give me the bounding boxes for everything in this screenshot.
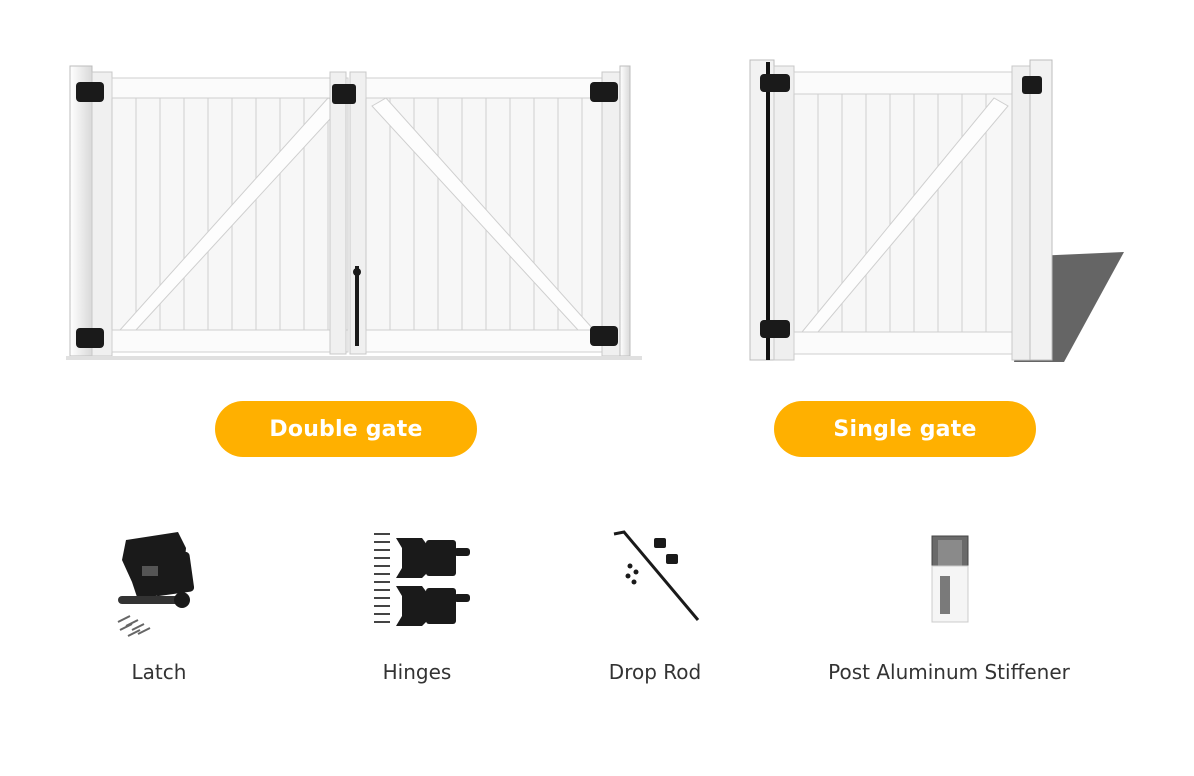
post-stiffener-label: Post Aluminum Stiffener [828,660,1070,684]
double-gate-image [66,65,642,360]
post-stiffener-icon [931,535,969,623]
hinges-label: Hinges [382,660,452,684]
latch-label: Latch [131,660,187,684]
double-gate-label: Double gate [269,416,423,442]
double-gate-badge: Double gate [215,401,477,457]
single-gate-label: Single gate [833,416,977,442]
drop-rod-label: Drop Rod [608,660,702,684]
single-gate-image [749,59,1124,362]
hinges-icon [374,533,470,626]
latch-icon [117,532,195,637]
drop-rod-icon [613,530,700,621]
single-gate-badge: Single gate [774,401,1036,457]
